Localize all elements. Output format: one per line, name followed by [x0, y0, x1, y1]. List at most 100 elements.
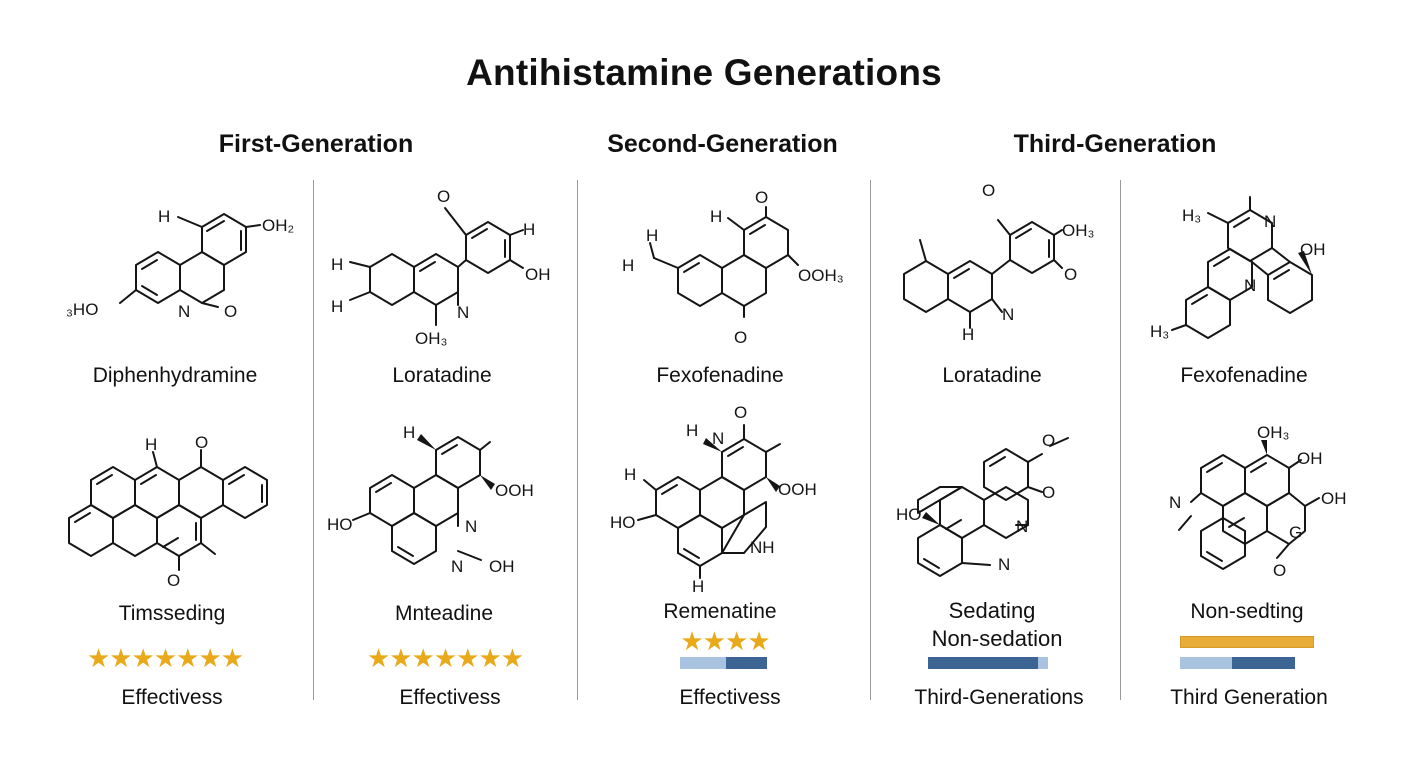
atom-label: H	[158, 207, 170, 226]
atom-label: H	[686, 421, 698, 440]
effectiveness-bar-fill	[928, 657, 1039, 669]
effectiveness-bar	[680, 657, 767, 669]
atom-label: ₃HO	[66, 300, 98, 319]
atom-label: H	[331, 255, 343, 274]
atom-label: H	[692, 577, 704, 596]
molecule-name-non-sedation: Non-sedation	[931, 626, 1063, 651]
star-icon: ★	[86, 643, 110, 673]
structure-sedating: O O HO N N	[896, 431, 1069, 577]
atom-label: O	[755, 188, 768, 207]
atom-label: N	[712, 429, 724, 448]
molecule-name-loratadine-third: Loratadine	[942, 364, 1042, 387]
atom-label: N	[1264, 212, 1276, 231]
atom-label: G	[1289, 523, 1302, 542]
atom-label: N	[1002, 305, 1014, 324]
atom-label: N	[998, 555, 1010, 574]
star-icon: ★	[131, 643, 155, 673]
molecule-name-sedating: Sedating	[948, 598, 1036, 623]
footer-label: Effectivess	[121, 686, 223, 709]
atom-label: O	[1042, 431, 1055, 450]
column-divider	[577, 180, 578, 700]
structure-timsseding: H O O	[68, 433, 268, 590]
structure-fexofenadine-third: H₃ N OH H₃ N	[1150, 196, 1326, 341]
star-icon: ★	[220, 643, 244, 673]
atom-label: HO	[896, 505, 922, 524]
atom-label: OH₂	[262, 216, 294, 235]
atom-label: H₃	[1182, 206, 1201, 225]
sedation-bar	[1180, 636, 1314, 648]
column-divider	[313, 180, 314, 700]
heading-second-generation: Second-Generation	[607, 130, 838, 158]
atom-label: O	[1064, 265, 1077, 284]
atom-label: N	[1016, 517, 1028, 536]
atom-label: OH	[1300, 240, 1326, 259]
molecule-name-remenatine: Remenatine	[663, 600, 777, 623]
molecule-name-diphenhydramine: Diphenhydramine	[92, 364, 258, 387]
star-icon: ★	[433, 643, 457, 673]
star-icon: ★	[109, 643, 132, 673]
star-icon: ★	[456, 643, 479, 673]
atom-label: O	[982, 181, 995, 200]
footer-label: Effectivess	[399, 686, 501, 709]
atom-label: O	[195, 433, 208, 452]
atom-label: OOH₃	[798, 266, 844, 285]
effectiveness-stars: ★★★★★★★	[335, 645, 555, 671]
footer-label: Third Generation	[1170, 686, 1328, 709]
star-icon: ★	[366, 643, 390, 673]
atom-label: OOH	[495, 481, 534, 500]
atom-label: H	[403, 423, 415, 442]
atom-label: N	[178, 302, 190, 321]
atom-label: O	[734, 328, 747, 347]
atom-label: HO	[610, 513, 636, 532]
effectiveness-stars: ★★★★	[615, 628, 835, 654]
structure-fexofenadine: H H H O OOH₃ O	[622, 188, 844, 347]
atom-label: OH₃	[1062, 221, 1094, 240]
atom-label: H	[646, 226, 658, 245]
structure-mnteadine: H OOH HO N N OH	[327, 423, 534, 576]
structure-non-sedting: OH₃ OH N OH G O	[1169, 423, 1347, 580]
atom-label: OH	[489, 557, 515, 576]
star-icon: ★	[702, 626, 726, 656]
structure-loratadine: O H H H OH OH₃ N	[331, 187, 551, 348]
star-icon: ★	[725, 626, 748, 656]
molecule-name-non-sedting: Non-sedting	[1190, 600, 1304, 623]
molecule-name-mnteadine: Mnteadine	[394, 602, 494, 625]
atom-label: OH₃	[415, 329, 447, 348]
atom-label: H	[624, 465, 636, 484]
effectiveness-bar-fill	[726, 657, 767, 669]
atom-label: OH	[525, 265, 551, 284]
effectiveness-bar	[1180, 657, 1295, 669]
atom-label: H	[331, 297, 343, 316]
star-icon: ★	[176, 643, 199, 673]
atom-label: N	[1169, 493, 1181, 512]
atom-label: H	[622, 256, 634, 275]
star-icon: ★	[153, 643, 177, 673]
atom-label: H₃	[1150, 322, 1169, 341]
atom-label: O	[224, 302, 237, 321]
heading-third-generation: Third-Generation	[1013, 130, 1217, 158]
atom-label: O	[734, 403, 747, 422]
atom-label: H	[145, 435, 157, 454]
footer-label: Effectivess	[679, 686, 781, 709]
effectiveness-stars: ★★★★★★★	[55, 645, 275, 671]
atom-label: O	[437, 187, 450, 206]
star-icon: ★	[680, 626, 703, 656]
atom-label: OH	[1297, 449, 1323, 468]
atom-label: N	[1244, 276, 1256, 295]
star-icon: ★	[198, 643, 221, 673]
molecule-name-fexofenadine-third: Fexofenadine	[1180, 364, 1308, 387]
footer-label: Third-Generations	[914, 686, 1084, 709]
atom-label: O	[1273, 561, 1286, 580]
star-icon: ★	[747, 626, 770, 656]
structure-remenatine: H N O H HO OOH NH H	[610, 403, 817, 596]
star-icon: ★	[478, 643, 501, 673]
molecule-name-loratadine: Loratadine	[392, 364, 492, 387]
atom-label: H	[962, 325, 974, 344]
atom-label: N	[465, 517, 477, 536]
structure-loratadine-third: O OH₃ O H N	[903, 181, 1094, 344]
atom-label: H	[523, 220, 535, 239]
column-divider	[1120, 180, 1121, 700]
molecule-name-fexofenadine: Fexofenadine	[656, 364, 784, 387]
atom-label: HO	[327, 515, 353, 534]
atom-label: OH	[1321, 489, 1347, 508]
